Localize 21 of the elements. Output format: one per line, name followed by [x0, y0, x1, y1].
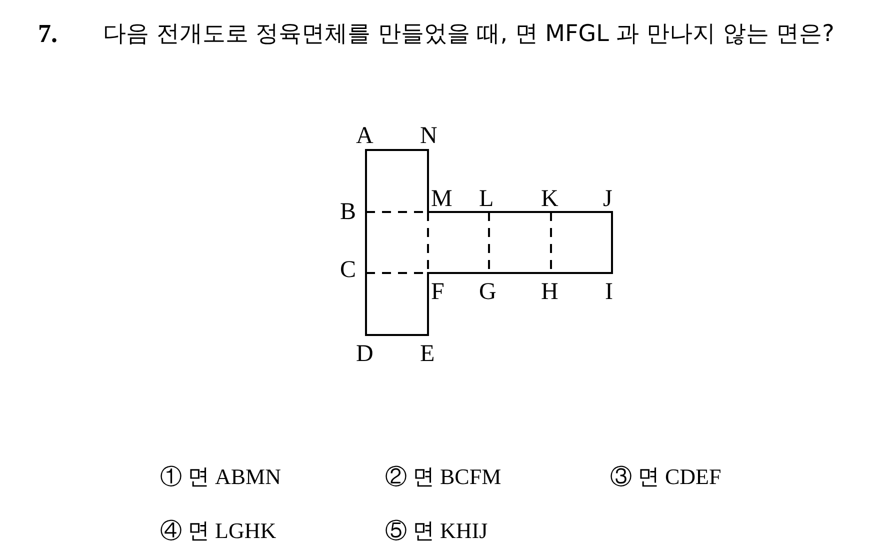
vertex-label: E [420, 340, 435, 369]
vertex-label: A [356, 122, 374, 151]
vertex-label: C [340, 256, 356, 285]
vertex-label: J [603, 185, 612, 214]
vertex-label: N [420, 122, 438, 151]
vertex-label: B [340, 198, 356, 227]
answer-choice: ② 면 BCFM [385, 464, 502, 490]
vertex-label: K [541, 185, 558, 214]
vertex-label: D [356, 340, 374, 369]
vertex-label: M [431, 185, 452, 214]
answer-choice: ③ 면 CDEF [610, 464, 722, 490]
answer-choice: ④ 면 LGHK [160, 518, 276, 544]
answer-choice: ① 면 ABMN [160, 464, 282, 490]
vertex-label: L [479, 185, 494, 214]
vertex-label: G [479, 278, 496, 307]
vertex-label: I [605, 278, 613, 307]
answer-choice: ⑤ 면 KHIJ [385, 518, 488, 544]
vertex-label: H [541, 278, 558, 307]
question-number: 7. [38, 18, 58, 50]
question-text: 다음 전개도로 정육면체를 만들었을 때, 면 MFGL 과 만나지 않는 면은? [103, 20, 836, 49]
vertex-label: F [431, 278, 444, 307]
